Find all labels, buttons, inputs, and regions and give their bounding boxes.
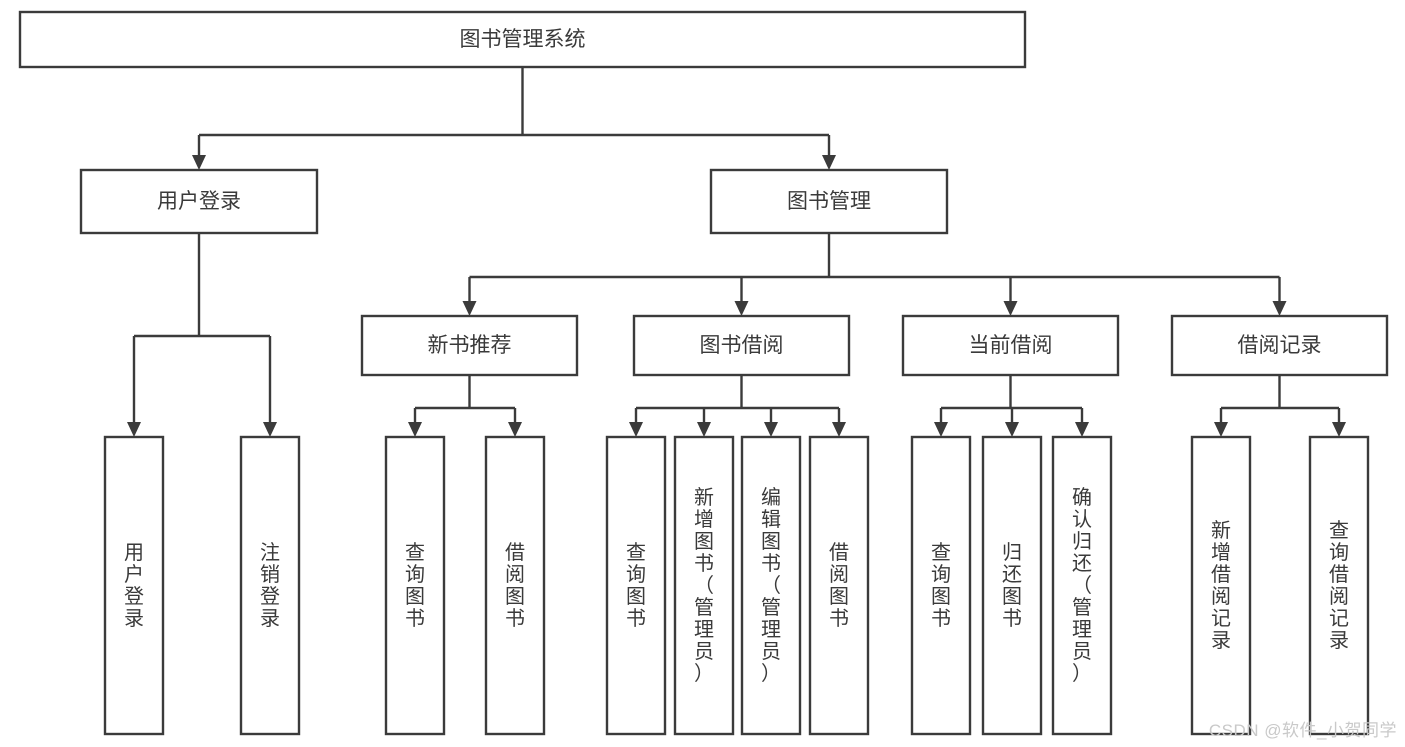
node-user-login[interactable]: 用户登录 (79, 168, 319, 235)
node-leaf-edit-book-admin[interactable]: 编辑图书（管理员） (740, 435, 802, 736)
arrow-head-icon (508, 422, 522, 437)
arrow-head-icon (934, 422, 948, 437)
arrow-head-icon (764, 422, 778, 437)
node-label-leaf-borrow-book-1: 借阅图书 (505, 541, 525, 630)
connector-bus-root (192, 67, 836, 170)
node-label-leaf-logout: 注销登录 (260, 541, 280, 630)
arrow-head-icon (734, 301, 749, 316)
node-book-borrow[interactable]: 图书借阅 (632, 314, 851, 377)
arrow-head-icon (127, 422, 141, 437)
arrow-head-icon (1332, 422, 1346, 437)
node-box-borrow-record (1170, 314, 1389, 377)
arrow-head-icon (1005, 422, 1019, 437)
node-box-leaf-query-book-3 (910, 435, 972, 736)
node-label-root: 图书管理系统 (460, 28, 586, 51)
arrow-head-icon (1272, 301, 1287, 316)
node-leaf-add-book-admin[interactable]: 新增图书（管理员） (673, 435, 735, 736)
node-box-root (18, 10, 1027, 69)
node-label-leaf-return-book: 归还图书 (1002, 541, 1022, 630)
node-label-leaf-confirm-return-admin: 确认归还（管理员） (1072, 486, 1092, 685)
arrow-head-icon (263, 422, 277, 437)
connector-bus-book-borrow (629, 375, 846, 437)
connector-layer (127, 67, 1346, 437)
node-label-leaf-query-book-2: 查询图书 (626, 541, 646, 630)
arrow-head-icon (1214, 422, 1228, 437)
node-label-leaf-user-login: 用户登录 (124, 542, 144, 630)
node-label-book-borrow: 图书借阅 (700, 334, 784, 357)
node-box-leaf-add-borrow-record (1190, 435, 1252, 736)
arrow-head-icon (408, 422, 422, 437)
node-leaf-borrow-book-2[interactable]: 借阅图书 (808, 435, 870, 736)
node-current-borrow[interactable]: 当前借阅 (901, 314, 1120, 377)
arrow-head-icon (1003, 301, 1018, 316)
node-box-leaf-query-book-1 (384, 435, 446, 736)
connector-bus-borrow-record (1214, 375, 1346, 437)
node-root[interactable]: 图书管理系统 (18, 10, 1027, 69)
node-leaf-query-borrow-record[interactable]: 查询借阅记录 (1308, 435, 1370, 736)
node-box-leaf-logout (239, 435, 301, 736)
connector-bus-user-login (127, 233, 277, 437)
node-leaf-query-book-3[interactable]: 查询图书 (910, 435, 972, 736)
node-box-leaf-query-book-2 (605, 435, 667, 736)
node-label-leaf-borrow-book-2: 借阅图书 (829, 541, 849, 630)
arrow-head-icon (697, 422, 711, 437)
node-label-leaf-query-book-1: 查询图书 (405, 541, 425, 630)
connector-bus-book-manage (462, 233, 1287, 316)
node-label-new-book-recommend: 新书推荐 (428, 334, 512, 357)
node-box-leaf-borrow-book-1 (484, 435, 546, 736)
node-leaf-borrow-book-1[interactable]: 借阅图书 (484, 435, 546, 736)
node-box-leaf-confirm-return-admin (1051, 435, 1113, 736)
node-label-leaf-edit-book-admin: 编辑图书（管理员） (761, 486, 781, 685)
watermark-text: CSDN @软件_小贺同学 (1208, 721, 1397, 740)
node-label-borrow-record: 借阅记录 (1238, 334, 1322, 357)
arrow-head-icon (629, 422, 643, 437)
node-box-leaf-edit-book-admin (740, 435, 802, 736)
node-box-leaf-add-book-admin (673, 435, 735, 736)
node-leaf-user-login[interactable]: 用户登录 (103, 435, 165, 736)
node-box-new-book-recommend (360, 314, 579, 377)
node-new-book-recommend[interactable]: 新书推荐 (360, 314, 579, 377)
node-box-book-borrow (632, 314, 851, 377)
node-box-book-manage (709, 168, 949, 235)
node-label-leaf-add-book-admin: 新增图书（管理员） (694, 486, 714, 685)
node-leaf-add-borrow-record[interactable]: 新增借阅记录 (1190, 435, 1252, 736)
node-box-leaf-borrow-book-2 (808, 435, 870, 736)
node-box-current-borrow (901, 314, 1120, 377)
arrow-head-icon (1075, 422, 1089, 437)
connector-bus-current-borrow (934, 375, 1089, 437)
node-leaf-query-book-1[interactable]: 查询图书 (384, 435, 446, 736)
node-borrow-record[interactable]: 借阅记录 (1170, 314, 1389, 377)
node-box-leaf-return-book (981, 435, 1043, 736)
node-leaf-confirm-return-admin[interactable]: 确认归还（管理员） (1051, 435, 1113, 736)
node-box-user-login (79, 168, 319, 235)
arrow-head-icon (462, 301, 477, 316)
node-leaf-logout[interactable]: 注销登录 (239, 435, 301, 736)
node-leaf-query-book-2[interactable]: 查询图书 (605, 435, 667, 736)
node-label-leaf-add-borrow-record: 新增借阅记录 (1211, 519, 1231, 652)
node-leaf-return-book[interactable]: 归还图书 (981, 435, 1043, 736)
node-label-current-borrow: 当前借阅 (969, 334, 1053, 357)
arrow-head-icon (822, 155, 836, 170)
node-layer: 图书管理系统用户登录图书管理新书推荐图书借阅当前借阅借阅记录用户登录注销登录查询… (18, 10, 1389, 736)
node-box-leaf-user-login (103, 435, 165, 736)
node-book-manage[interactable]: 图书管理 (709, 168, 949, 235)
node-label-user-login: 用户登录 (157, 190, 241, 213)
node-box-leaf-query-borrow-record (1308, 435, 1370, 736)
arrow-head-icon (192, 155, 206, 170)
node-label-leaf-query-book-3: 查询图书 (931, 541, 951, 630)
connector-bus-new-book (408, 375, 522, 437)
arrow-head-icon (832, 422, 846, 437)
node-label-book-manage: 图书管理 (787, 190, 871, 213)
node-label-leaf-query-borrow-record: 查询借阅记录 (1329, 519, 1349, 652)
